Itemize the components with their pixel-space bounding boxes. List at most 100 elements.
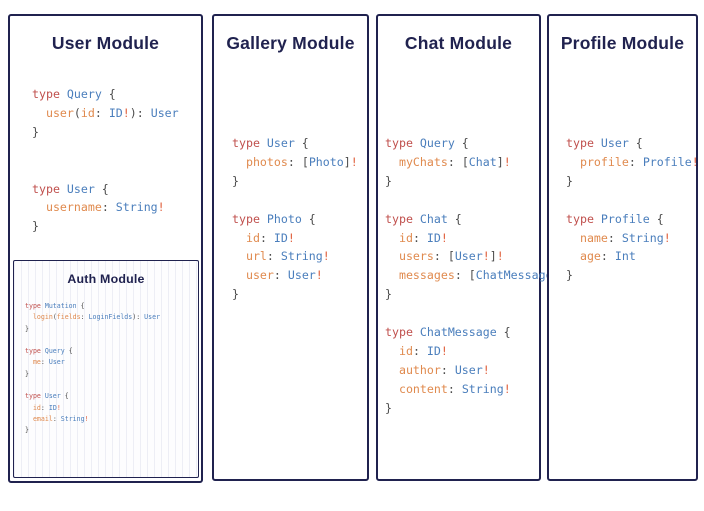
code-token: id <box>398 230 413 245</box>
code-line: } <box>385 172 567 191</box>
code-token: { <box>301 211 316 226</box>
code-token: : <box>454 268 469 283</box>
code-token: : <box>440 362 455 377</box>
code-token <box>385 382 399 396</box>
code-token: LoginFields <box>88 313 133 322</box>
code-token: : <box>266 249 281 264</box>
code-token <box>385 249 399 263</box>
code-line: messages: [ChatMessage]! <box>385 266 567 285</box>
code-token: username <box>45 200 102 215</box>
code-token: } <box>566 268 573 283</box>
code-line: age: Int <box>566 247 699 266</box>
code-token: author <box>398 362 441 377</box>
code-line <box>25 380 160 391</box>
code-token: ! <box>503 154 511 169</box>
code-token <box>32 106 46 120</box>
code-token: name <box>579 230 608 245</box>
code-token: : <box>40 403 49 412</box>
code-line <box>385 304 567 323</box>
code-line: } <box>25 369 160 380</box>
code-line: type User { <box>566 134 699 153</box>
code-line: } <box>566 172 699 191</box>
code-token: : <box>433 249 448 264</box>
code-token: type <box>25 347 45 356</box>
code-line: author: User! <box>385 361 567 380</box>
code-token <box>232 155 246 169</box>
code-token: ! <box>315 268 323 283</box>
code-token: ): <box>129 105 151 120</box>
code-token: } <box>385 173 392 188</box>
code-line: } <box>566 266 699 285</box>
code-token: User <box>48 358 65 367</box>
code-token <box>25 313 33 321</box>
code-token: [ <box>301 154 309 169</box>
code-token: user <box>45 105 74 120</box>
code-line: content: String! <box>385 380 567 399</box>
code-token: { <box>628 136 643 150</box>
code-token: Photo <box>266 211 302 226</box>
code-line <box>25 335 160 346</box>
code-token: ! <box>350 154 358 169</box>
code-token: String <box>115 200 158 215</box>
code-line: photos: [Photo]! <box>232 153 358 172</box>
code-token: String <box>280 249 323 264</box>
code-token: type <box>25 302 45 310</box>
code-token: } <box>32 219 39 234</box>
code-token: } <box>25 426 29 435</box>
code-token: ! <box>691 154 699 169</box>
code-token: type <box>25 392 45 401</box>
code-token: type <box>566 136 601 150</box>
code-line: users: [User!]! <box>385 247 567 266</box>
profile-module-title: Profile Module <box>560 33 685 53</box>
code-token: users <box>398 249 434 264</box>
code-line: type Profile { <box>566 210 699 229</box>
code-token: ! <box>503 381 511 396</box>
code-token: type <box>385 211 420 226</box>
code-line <box>385 191 567 210</box>
chat-module-schema: type Query { myChats: [Chat]!} type Chat… <box>385 134 567 418</box>
code-line: type User { <box>25 391 160 402</box>
gallery-module-schema: type User { photos: [Photo]!} type Photo… <box>232 134 358 304</box>
code-token: : <box>80 313 89 322</box>
code-token: User <box>66 181 95 196</box>
code-token: : <box>628 154 643 169</box>
code-token: ! <box>84 414 89 423</box>
code-token: Profile <box>642 154 692 169</box>
code-token: [ <box>461 154 469 169</box>
code-line: username: String! <box>32 198 179 217</box>
code-token: ! <box>496 249 504 264</box>
code-token <box>566 155 580 169</box>
code-token: } <box>25 369 29 378</box>
code-token: type <box>385 136 420 150</box>
code-token: type <box>566 211 601 226</box>
code-token: : <box>600 249 615 264</box>
code-line: id: ID! <box>385 342 567 361</box>
code-token: myChats <box>398 154 448 169</box>
code-token: : <box>412 343 427 358</box>
code-line: me: User <box>25 357 160 368</box>
code-line: type Mutation { <box>25 301 160 312</box>
code-token: ! <box>440 343 448 358</box>
code-token: ID <box>426 343 441 358</box>
user-module-title: User Module <box>51 33 160 53</box>
code-token: [ <box>468 268 476 283</box>
code-token: { <box>294 136 309 150</box>
code-token: ] <box>489 249 497 264</box>
code-line <box>566 191 699 210</box>
code-token: ! <box>440 230 448 245</box>
code-token: ! <box>56 403 61 412</box>
code-line: } <box>232 172 358 191</box>
code-token: me <box>32 358 41 367</box>
code-token: content <box>398 381 448 396</box>
code-line: } <box>232 285 358 304</box>
code-token <box>25 415 33 423</box>
code-token: } <box>232 287 239 302</box>
code-token: ChatMessage <box>419 325 497 340</box>
code-line: } <box>32 217 179 236</box>
auth-module-title: Auth Module <box>67 272 145 286</box>
code-token: : <box>412 230 427 245</box>
